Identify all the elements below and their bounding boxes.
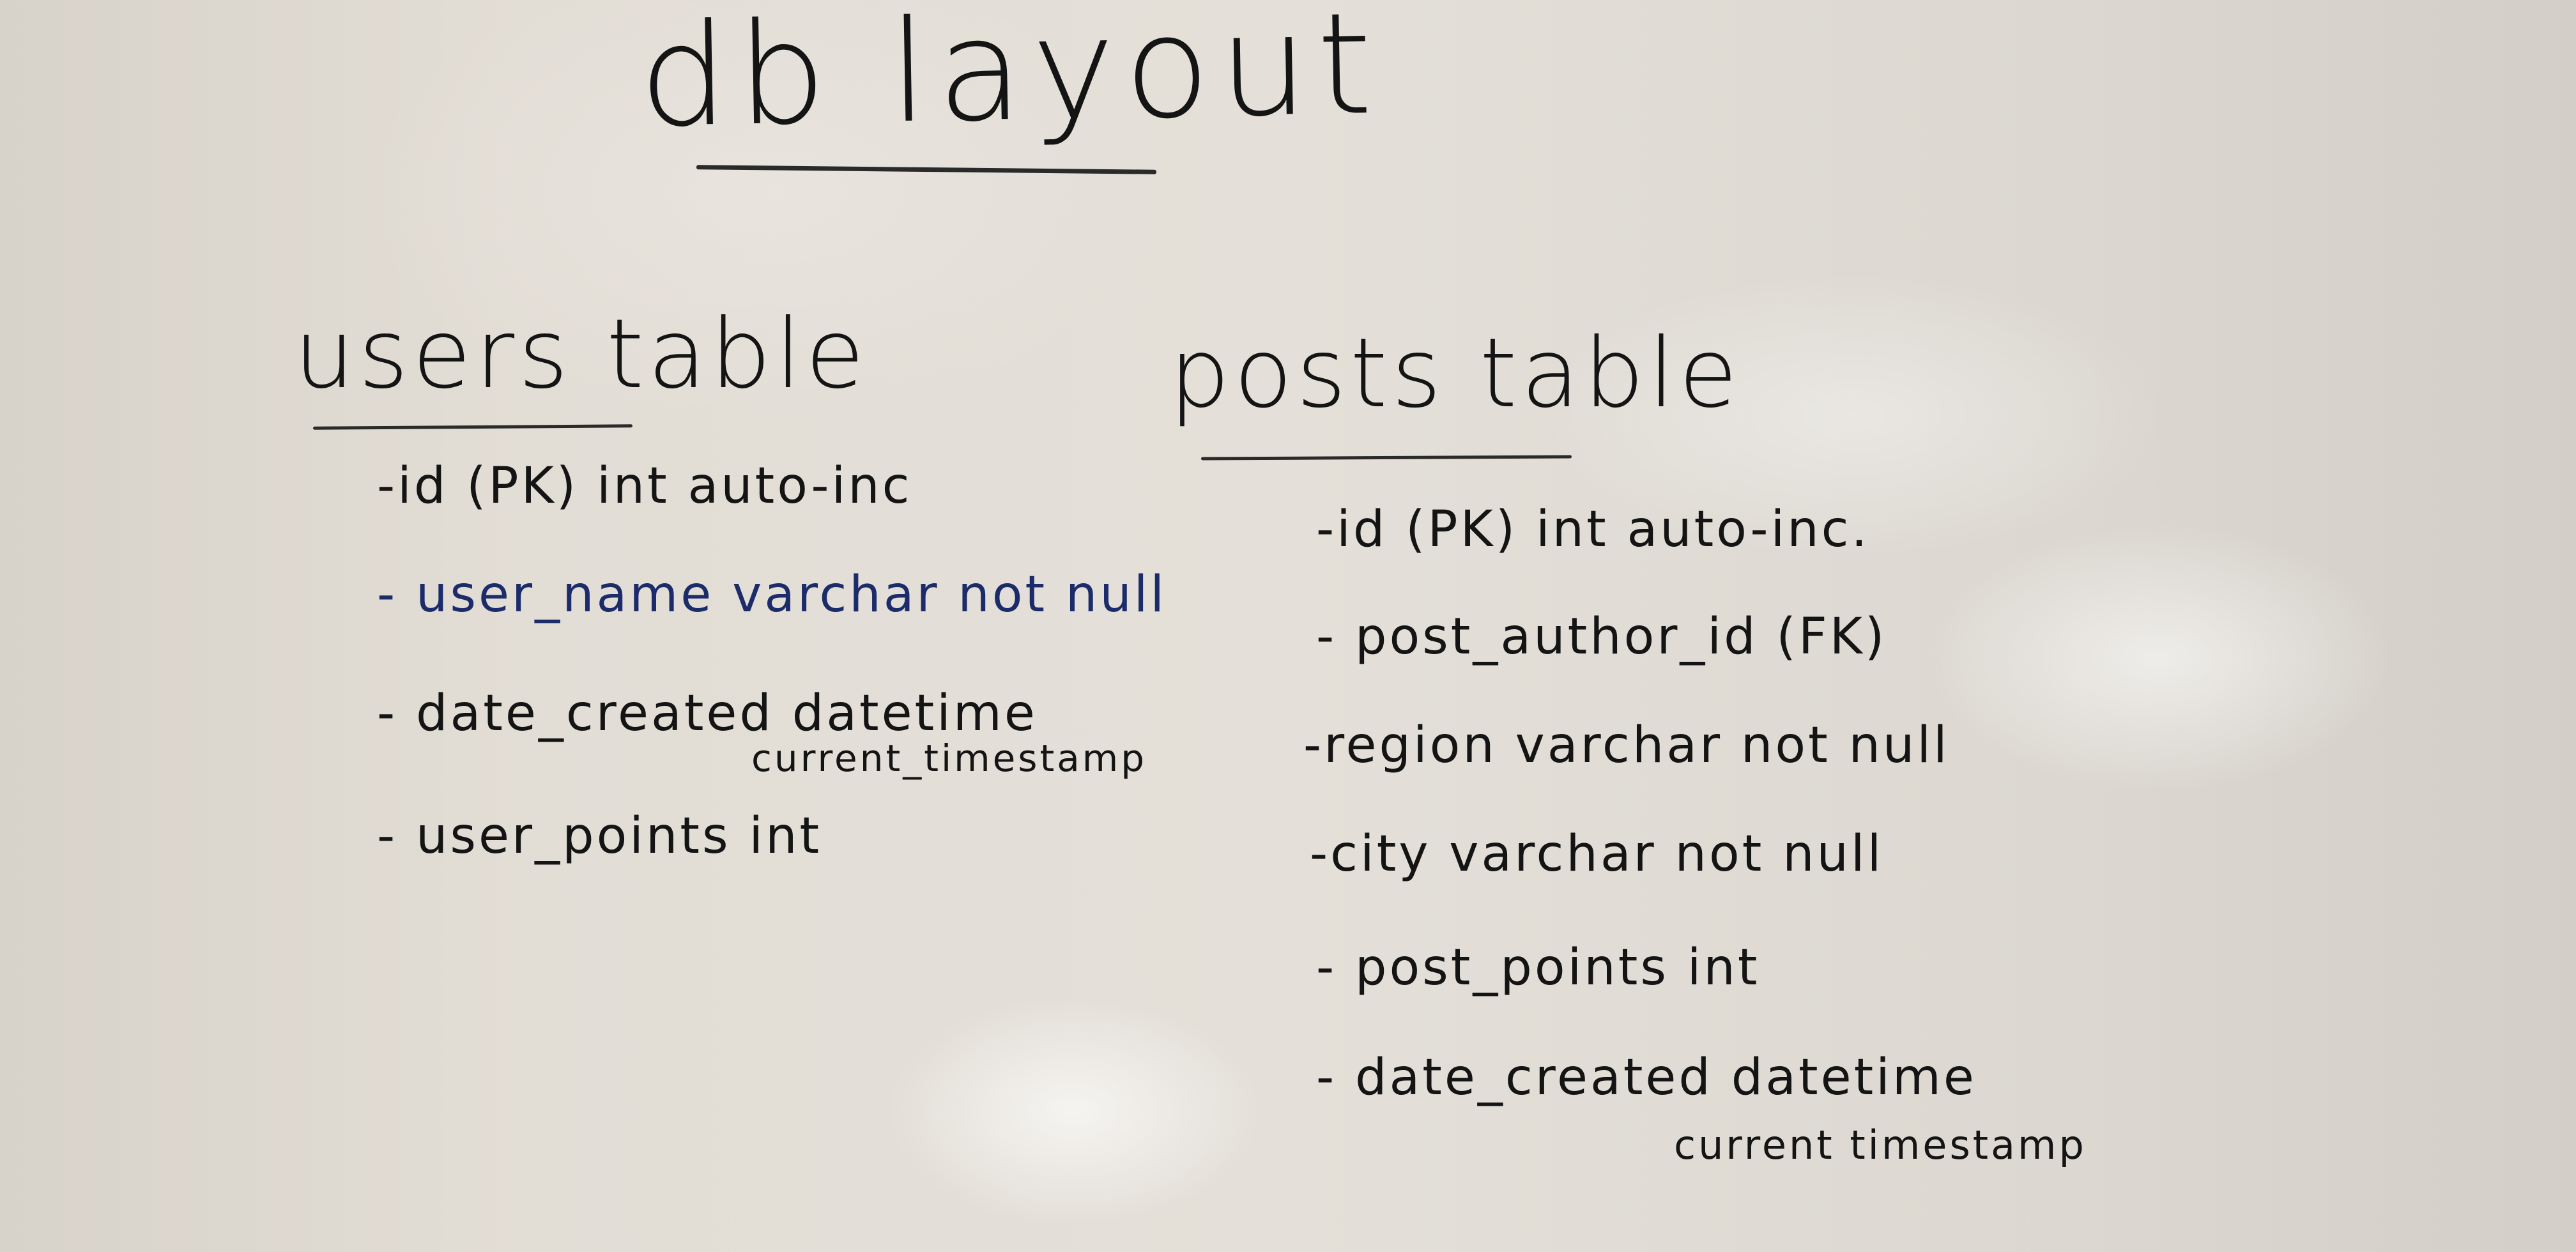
posts-field-date-created: - date_created datetime — [1316, 1049, 1977, 1106]
board-title: db layout — [637, 0, 1383, 159]
users-field-date-created: - date_created datetime — [377, 685, 1038, 742]
posts-table-heading: posts table — [1169, 318, 1742, 429]
posts-field-id: -id (PK) int auto-inc. — [1316, 501, 1870, 558]
users-table-heading: users table — [294, 299, 868, 410]
posts-field-post-points: - post_points int — [1316, 939, 1760, 996]
users-field-user-name: - user_name varchar not null — [377, 566, 1167, 623]
title-underline — [696, 165, 1157, 174]
posts-field-date-created-default: current timestamp — [1674, 1122, 2087, 1168]
posts-field-region: -region varchar not null — [1303, 717, 1950, 774]
users-field-id: -id (PK) int auto-inc — [377, 457, 912, 515]
posts-field-city: -city varchar not null — [1310, 825, 1884, 883]
posts-heading-underline — [1200, 455, 1572, 461]
posts-field-post-author-id: - post_author_id (FK) — [1316, 608, 1887, 666]
users-heading-underline — [312, 424, 633, 430]
users-field-user-points: - user_points int — [377, 807, 822, 865]
users-field-date-created-default: current_timestamp — [751, 737, 1147, 780]
